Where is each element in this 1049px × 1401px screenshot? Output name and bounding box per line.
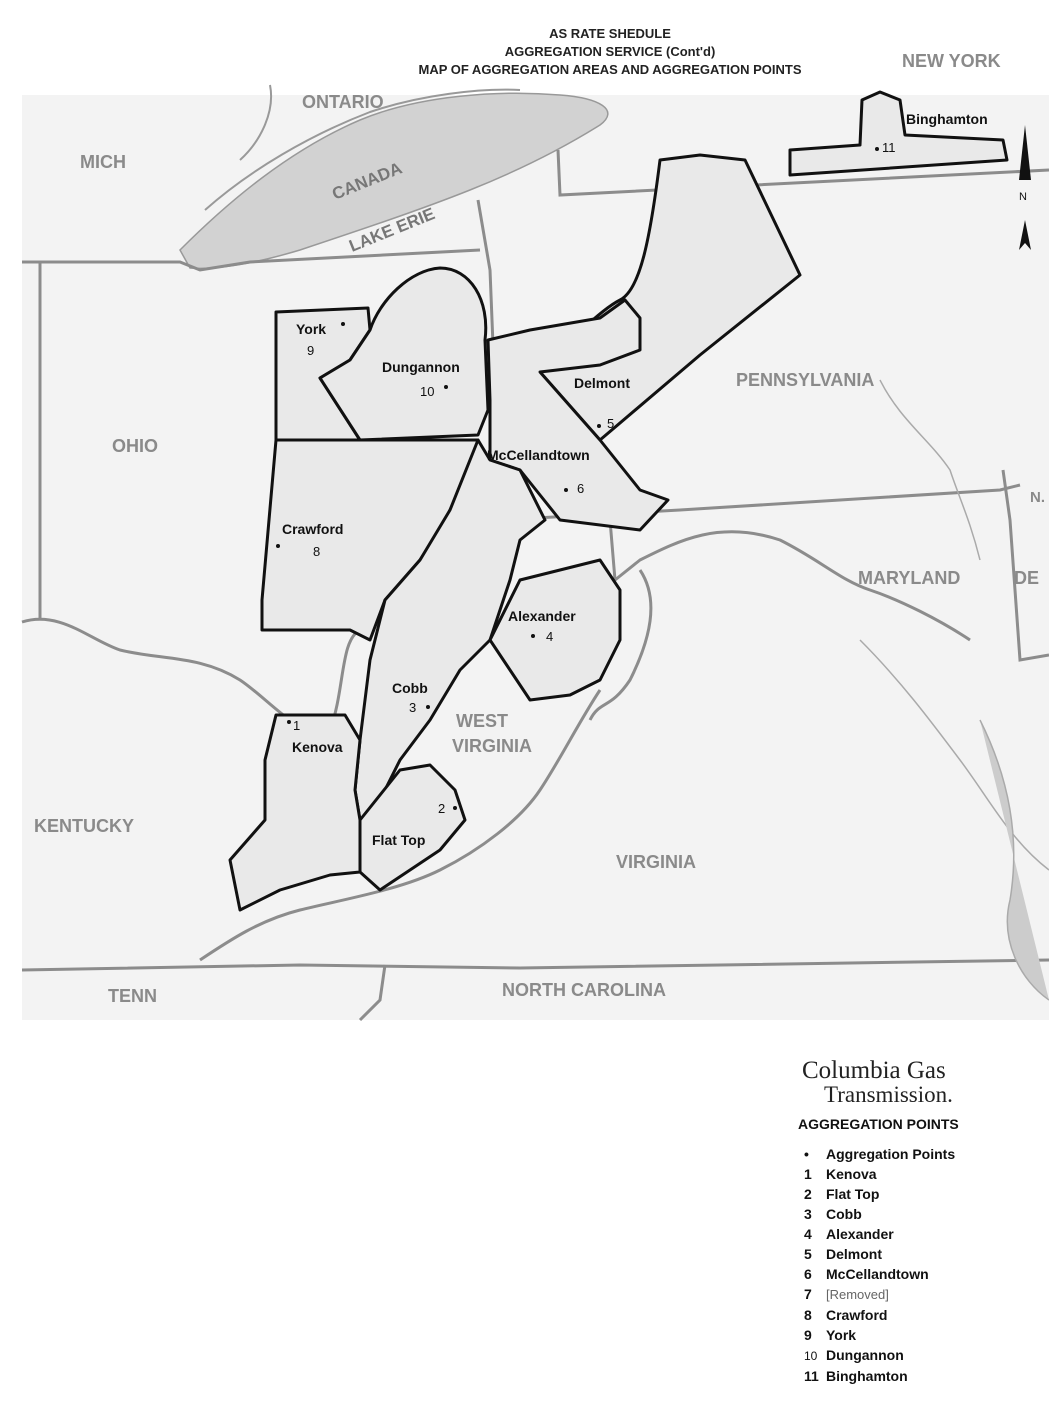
aggregation-point-10 bbox=[444, 385, 448, 389]
state-label-west-virginia-1: WEST bbox=[456, 711, 508, 731]
aggregation-point-11 bbox=[875, 147, 879, 151]
area-label-binghamton: Binghamton bbox=[906, 111, 988, 127]
area-kenova[interactable] bbox=[228, 713, 362, 912]
area-num-dungannon: 10 bbox=[420, 384, 434, 399]
wv-va-border bbox=[199, 689, 602, 962]
area-label-dungannon: Dungannon bbox=[382, 359, 460, 375]
area-num-york: 9 bbox=[307, 343, 314, 358]
aggregation-point-8 bbox=[276, 544, 280, 548]
state-label-new-york: NEW YORK bbox=[902, 51, 1001, 71]
company-logo: Columbia Gas Transmission. bbox=[798, 1058, 1038, 1106]
area-label-alexander: Alexander bbox=[508, 608, 576, 624]
chesapeake-bay bbox=[979, 719, 1049, 1001]
area-label-cobb: Cobb bbox=[392, 680, 428, 696]
area-num-crawford: 8 bbox=[313, 544, 320, 559]
header-line-2: AGGREGATION SERVICE (Cont'd) bbox=[504, 44, 716, 59]
area-label-mccellandtown: McCellandtown bbox=[487, 447, 590, 463]
area-num-alexander: 4 bbox=[546, 629, 553, 644]
state-label-west-virginia-2: VIRGINIA bbox=[452, 736, 532, 756]
state-label-kentucky: KENTUCKY bbox=[34, 816, 134, 836]
aggregation-areas bbox=[228, 90, 1009, 912]
state-label-new-jersey: N. bbox=[1030, 489, 1045, 506]
aggregation-point-9 bbox=[341, 322, 345, 326]
area-num-delmont: 5 bbox=[607, 416, 614, 431]
aggregation-point-2 bbox=[453, 806, 457, 810]
state-label-virginia: VIRGINIA bbox=[616, 852, 696, 872]
susquehanna-river bbox=[879, 379, 981, 561]
legend-item: •Aggregation Points bbox=[804, 1146, 956, 1162]
aggregation-point-5 bbox=[597, 424, 601, 428]
area-label-flat-top: Flat Top bbox=[372, 832, 425, 848]
state-borders bbox=[21, 149, 1049, 1022]
aggregation-point-1 bbox=[287, 720, 291, 724]
area-labels: Binghamton 11 York 9 Dungannon 10 Delmon… bbox=[276, 111, 988, 848]
area-cobb[interactable] bbox=[353, 438, 547, 822]
legend-title: AGGREGATION POINTS bbox=[798, 1116, 959, 1132]
state-label-north-carolina: NORTH CAROLINA bbox=[502, 980, 666, 1000]
state-label-tenn: TENN bbox=[108, 986, 157, 1006]
potomac-river bbox=[859, 639, 1049, 871]
state-label-pennsylvania: PENNSYLVANIA bbox=[736, 370, 874, 390]
ny-pa-border bbox=[556, 149, 1049, 197]
md-wv-border bbox=[608, 519, 971, 642]
state-label-mich: MICH bbox=[80, 152, 126, 172]
ohio-river bbox=[21, 617, 361, 734]
area-dungannon[interactable] bbox=[318, 266, 490, 442]
land-background bbox=[22, 95, 1049, 1020]
logo-line-2: Transmission. bbox=[824, 1082, 953, 1107]
state-label-ohio: OHIO bbox=[112, 436, 158, 456]
area-num-cobb: 3 bbox=[409, 700, 416, 715]
header-line-3: MAP OF AGGREGATION AREAS AND AGGREGATION… bbox=[418, 62, 802, 77]
wv-va-border-2 bbox=[588, 569, 653, 721]
area-num-binghamton: 11 bbox=[882, 140, 896, 155]
area-flat-top[interactable] bbox=[358, 763, 467, 892]
state-label-delaware: DE bbox=[1014, 568, 1039, 588]
logo-line-1: Columbia Gas bbox=[802, 1057, 946, 1084]
state-label-maryland: MARYLAND bbox=[858, 568, 960, 588]
tenn-nc-border bbox=[358, 964, 387, 1022]
legend: Columbia Gas Transmission. AGGREGATION P… bbox=[798, 1058, 1038, 1386]
legend-item: 7[Removed] bbox=[804, 1286, 889, 1302]
ontario-border bbox=[239, 84, 272, 161]
area-binghamton[interactable] bbox=[788, 90, 1009, 177]
area-alexander[interactable] bbox=[488, 558, 622, 702]
area-num-kenova: 1 bbox=[293, 718, 300, 733]
de-border bbox=[1001, 469, 1049, 662]
aggregation-point-6 bbox=[564, 488, 568, 492]
header-line-1: AS RATE SHEDULE bbox=[549, 26, 671, 41]
south-border bbox=[21, 958, 1049, 972]
compass-north-arrow: N bbox=[1019, 125, 1031, 250]
area-label-crawford: Crawford bbox=[282, 521, 343, 537]
area-num-flat-top: 2 bbox=[438, 801, 445, 816]
canada-shoreline bbox=[204, 88, 521, 211]
aggregation-point-3 bbox=[426, 705, 430, 709]
area-label-york: York bbox=[296, 321, 326, 337]
compass-label: N bbox=[1019, 191, 1027, 203]
area-label-delmont: Delmont bbox=[574, 375, 630, 391]
state-label-ontario: ONTARIO bbox=[302, 92, 384, 112]
ohio-north-border bbox=[22, 248, 481, 272]
lake-erie-shape bbox=[179, 92, 609, 270]
area-num-mccellandtown: 6 bbox=[577, 481, 584, 496]
area-label-kenova: Kenova bbox=[292, 739, 343, 755]
aggregation-point-4 bbox=[531, 634, 535, 638]
